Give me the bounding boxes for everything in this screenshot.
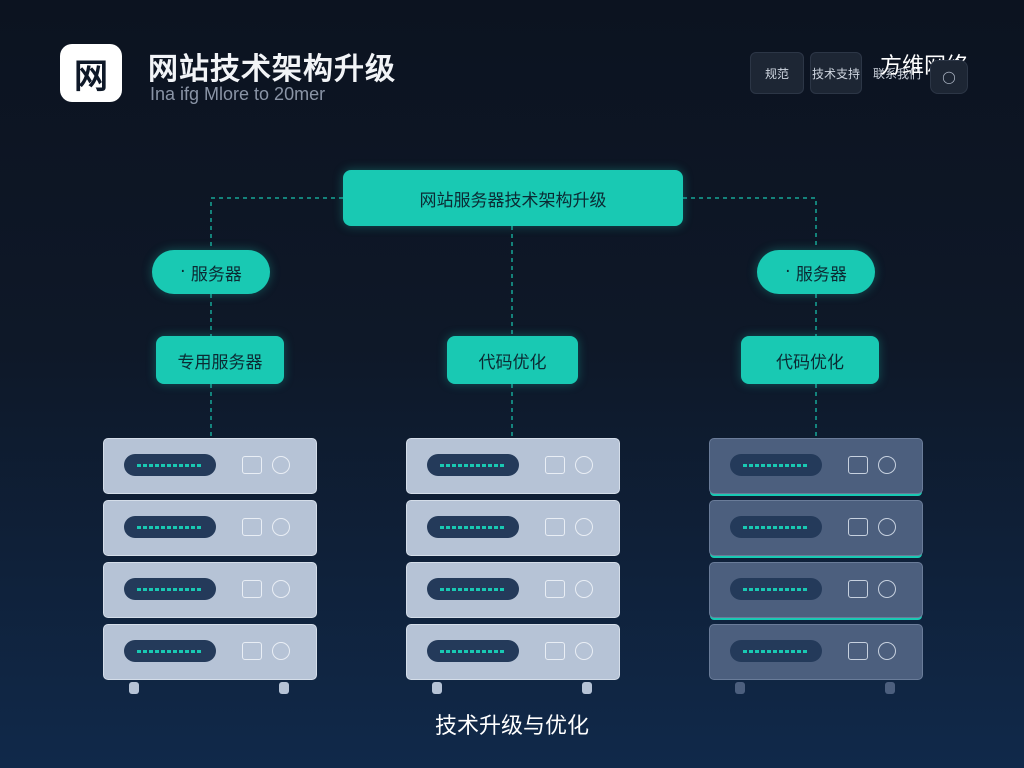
drive-slot (730, 516, 822, 538)
drive-slot (730, 578, 822, 600)
power-indicator (878, 642, 896, 660)
rack-unit (709, 500, 923, 556)
server-rack-center (406, 438, 620, 698)
rack-feet (103, 682, 317, 698)
status-indicator (545, 642, 565, 660)
drive-slot (124, 578, 216, 600)
power-indicator (272, 580, 290, 598)
server-rack-right (709, 438, 923, 698)
power-indicator (575, 580, 593, 598)
status-indicator (242, 580, 262, 598)
rack-unit (709, 438, 923, 494)
power-indicator (575, 642, 593, 660)
power-indicator (878, 456, 896, 474)
caption: 技术升级与优化 (434, 714, 589, 739)
drive-slot (730, 454, 822, 476)
center-bottom-node: 代码优化 (447, 336, 578, 384)
rack-unit (406, 438, 620, 494)
rack-unit (103, 438, 317, 494)
left-server-label: 服务器 (190, 264, 242, 285)
power-indicator (272, 642, 290, 660)
drive-slot (427, 454, 519, 476)
connector-right (683, 197, 817, 248)
rack-feet (406, 682, 620, 698)
logo: 网 (60, 44, 122, 102)
power-indicator (878, 518, 896, 536)
left-bottom-node: 专用服务器 (156, 336, 284, 384)
drive-slot (427, 640, 519, 662)
rack-unit (103, 500, 317, 556)
status-indicator (848, 518, 868, 536)
power-indicator (878, 580, 896, 598)
page-title: 网站技术架构升级 (148, 52, 396, 87)
power-indicator (272, 518, 290, 536)
root-node: 网站服务器技术架构升级 (343, 170, 683, 226)
logo-glyph: 网 (74, 56, 108, 97)
status-indicator (848, 580, 868, 598)
page-subtitle: Ina ifg Mlore to 20mer (150, 84, 326, 104)
status-indicator (848, 456, 868, 474)
status-indicator (242, 642, 262, 660)
rack-unit (406, 624, 620, 680)
status-indicator (545, 580, 565, 598)
left-server-node: · 服务器 (152, 250, 270, 294)
drive-slot (427, 516, 519, 538)
nav-button-2[interactable]: 技术支持 (810, 52, 862, 94)
power-indicator (575, 456, 593, 474)
settings-icon[interactable]: ◯ (930, 60, 968, 94)
drive-slot (124, 516, 216, 538)
drive-slot (124, 640, 216, 662)
drive-slot (427, 578, 519, 600)
rack-feet (709, 682, 923, 698)
status-indicator (242, 518, 262, 536)
nav-button-3[interactable]: 联系我们 (872, 66, 921, 81)
rack-unit (709, 624, 923, 680)
connector-left (210, 197, 343, 248)
right-server-label: 服务器 (795, 264, 847, 285)
power-indicator (272, 456, 290, 474)
rack-unit (103, 624, 317, 680)
status-indicator (545, 456, 565, 474)
drive-slot (730, 640, 822, 662)
rack-unit (406, 500, 620, 556)
nav-button-1[interactable]: 规范 (750, 52, 804, 94)
rack-unit (103, 562, 317, 618)
status-indicator (545, 518, 565, 536)
rack-unit (406, 562, 620, 618)
power-indicator (575, 518, 593, 536)
right-server-node: · 服务器 (757, 250, 875, 294)
rack-unit (709, 562, 923, 618)
right-bottom-node: 代码优化 (741, 336, 879, 384)
status-indicator (848, 642, 868, 660)
server-rack-left (103, 438, 317, 698)
status-indicator (242, 456, 262, 474)
drive-slot (124, 454, 216, 476)
